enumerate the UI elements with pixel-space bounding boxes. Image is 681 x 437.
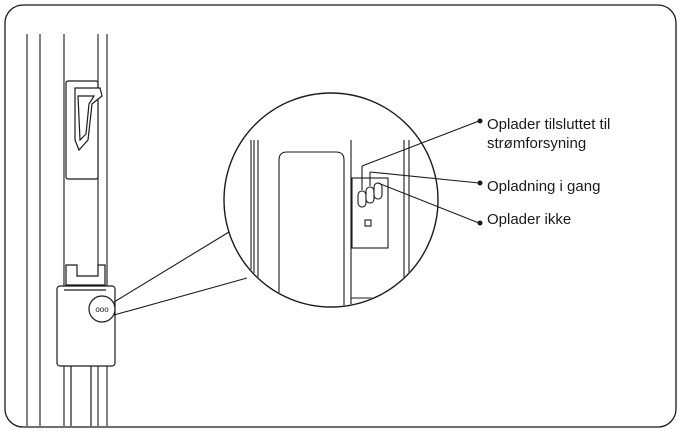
callout-label-powered-line2: strømforsyning <box>487 135 587 152</box>
callout-label-not-charging: Oplader ikke <box>487 211 572 228</box>
led-power <box>357 190 367 208</box>
charger-badge-text: ooo <box>95 305 109 314</box>
bullet-dot-1 <box>477 118 483 124</box>
charger-badge-circle <box>88 295 116 323</box>
bracket-hook <box>65 80 103 180</box>
magnified-detail <box>250 140 410 306</box>
bullet-dots <box>477 118 483 226</box>
callout-label-charging: Opladning i gang <box>487 178 601 195</box>
bullet-dot-2 <box>477 180 483 186</box>
bullet-dot-3 <box>477 220 483 226</box>
zoom-lines <box>113 231 248 316</box>
magnifier-circle <box>223 92 439 308</box>
led-indicators <box>357 182 383 208</box>
callout-label-powered: Oplader tilsluttet til strømforsyning <box>487 115 610 153</box>
callout-label-powered-line1: Oplader tilsluttet til <box>487 116 611 133</box>
leader-lines <box>361 120 480 224</box>
led-charging <box>365 186 375 204</box>
led-not-charging <box>373 182 383 200</box>
